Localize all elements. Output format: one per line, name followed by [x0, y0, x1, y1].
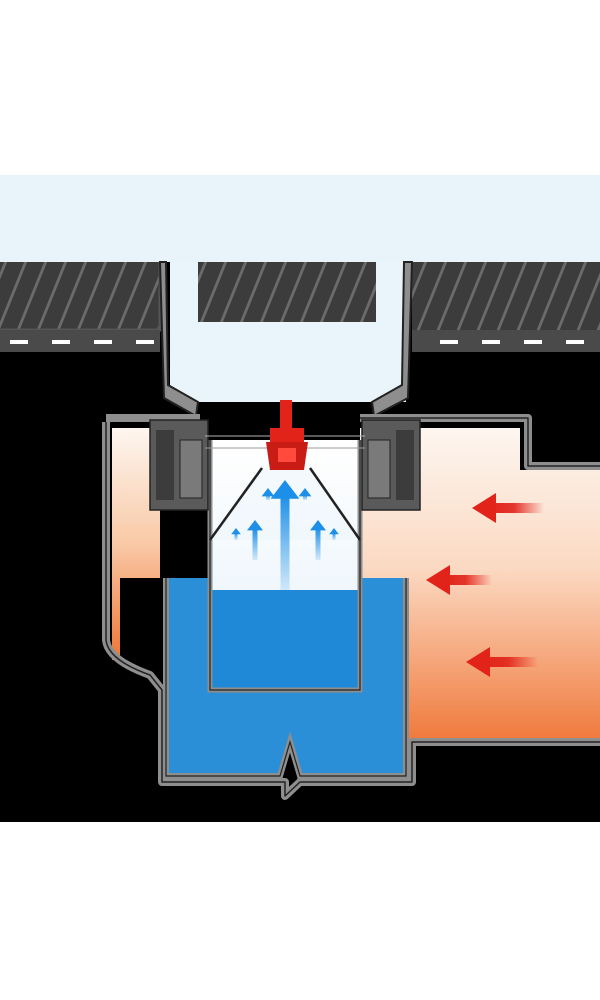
floor-grating-left — [0, 262, 162, 352]
inflow-arrow-2 — [466, 647, 538, 677]
spray-arrow-6 — [329, 528, 339, 540]
inflow-arrows — [426, 493, 544, 677]
drain-funnel — [158, 261, 414, 418]
room-air — [0, 175, 600, 265]
top-margin — [0, 0, 600, 175]
water-trap — [163, 578, 409, 779]
inflow-arrow-0 — [472, 493, 544, 523]
seal-right — [361, 419, 421, 511]
spray-nozzle — [266, 400, 308, 470]
spray-arrow-4 — [298, 488, 312, 500]
drain-body — [102, 414, 600, 800]
floor-grating-right — [412, 262, 600, 352]
spray-arrow-3 — [261, 488, 275, 500]
floor-grating-center — [198, 262, 376, 322]
spray-arrow-1 — [247, 520, 263, 560]
spray-arrow-0 — [270, 480, 300, 590]
bottom-margin — [0, 822, 600, 1000]
spray-arrows — [231, 480, 339, 590]
spray-arrow-2 — [310, 520, 326, 560]
seal-left — [149, 419, 209, 511]
inflow-arrow-1 — [426, 565, 492, 595]
spray-arrow-5 — [231, 528, 241, 540]
